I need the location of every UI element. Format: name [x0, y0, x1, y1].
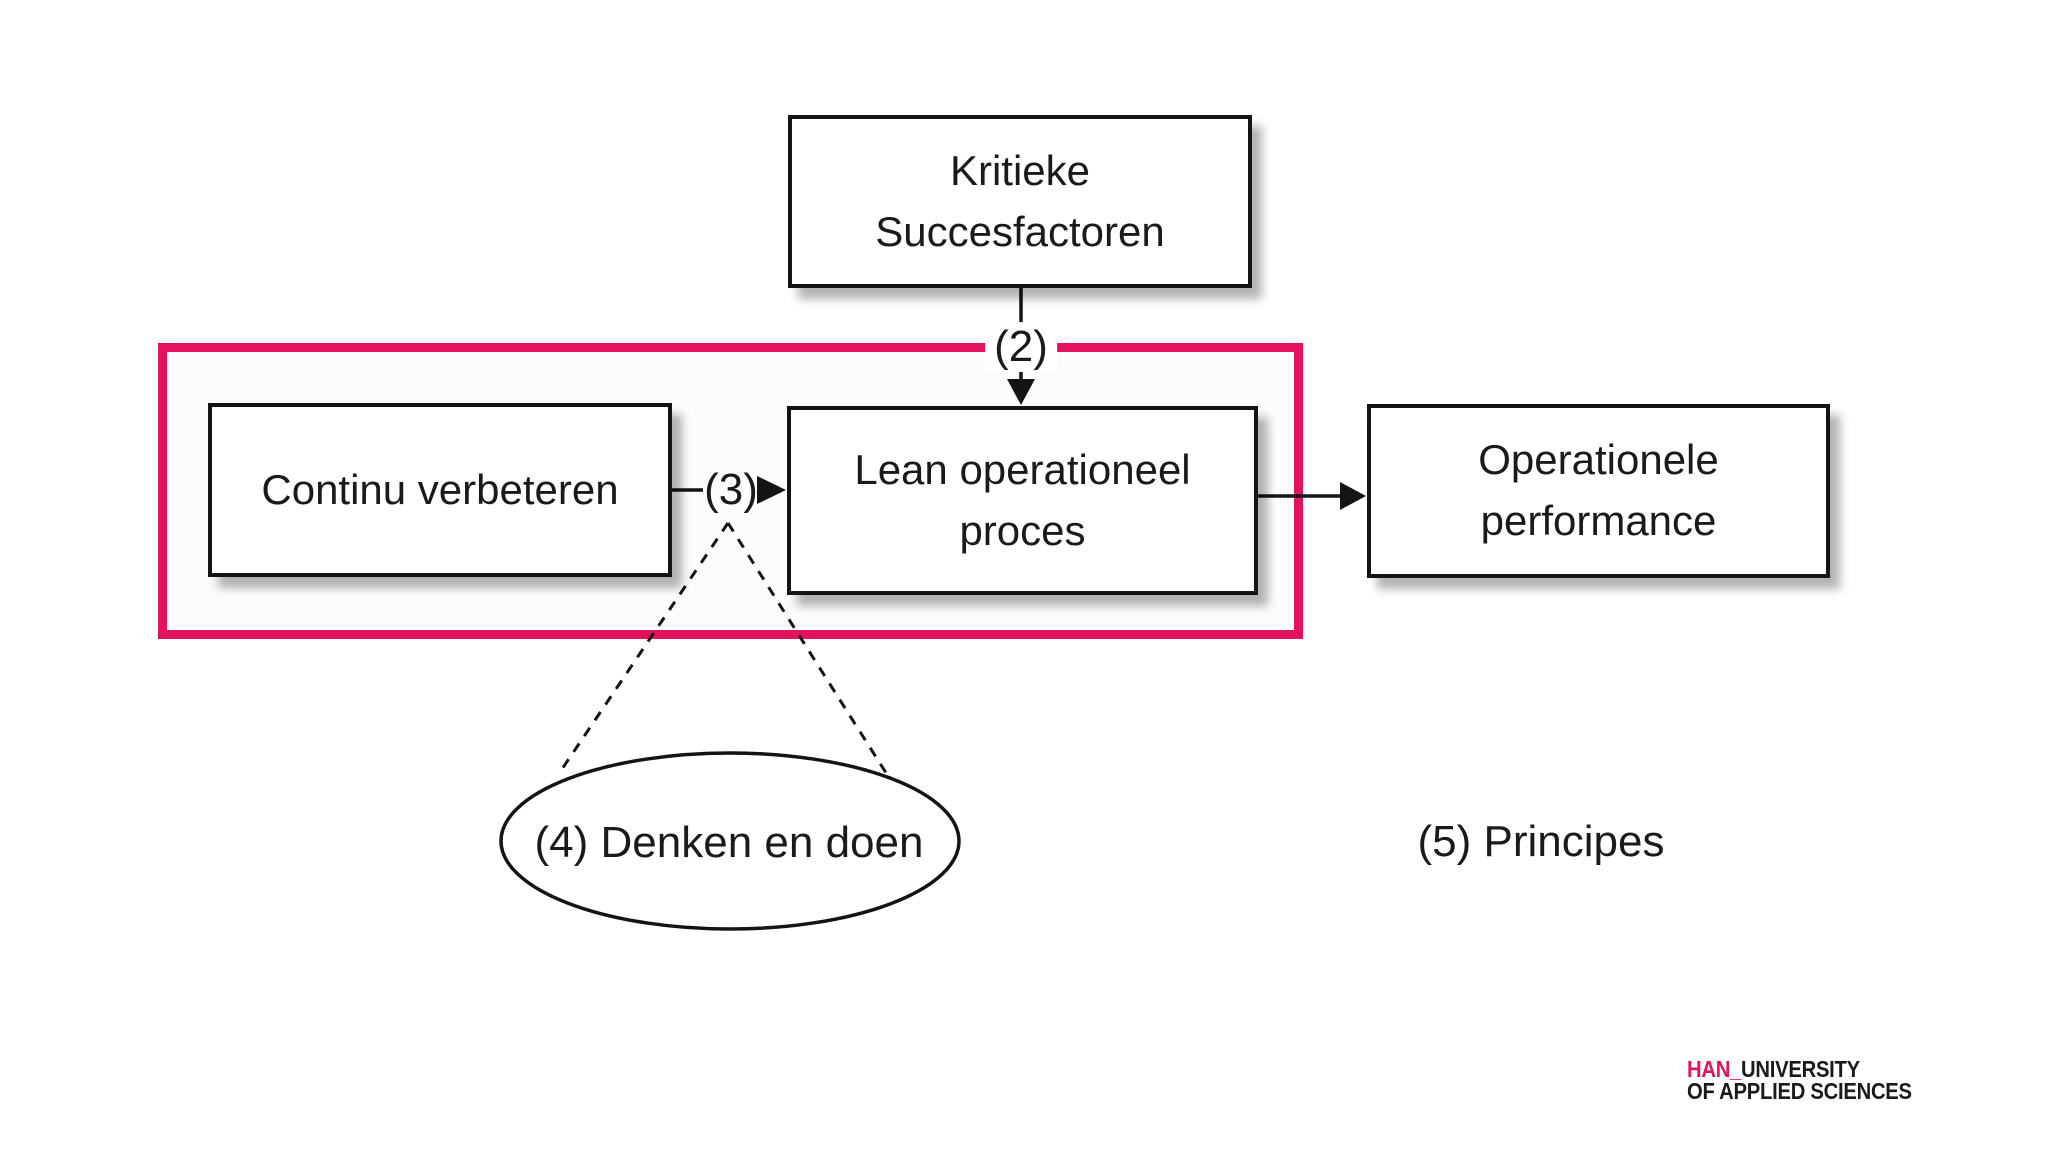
- node-lean-operational-process: Lean operationeel proces: [787, 406, 1258, 595]
- logo-line-2: OF APPLIED SCIENCES: [1687, 1078, 1912, 1104]
- annotation-principles: (5) Principes: [1417, 817, 1665, 866]
- node-operational-performance: Operationele performance: [1367, 404, 1830, 578]
- node-continuous-improvement: Continu verbeteren: [208, 403, 672, 577]
- connector-label-2: (2): [985, 322, 1057, 372]
- arrowhead-right-icon: [1340, 482, 1366, 510]
- logo-university-text: UNIVERSITY: [1741, 1056, 1860, 1082]
- han-university-logo: HAN_UNIVERSITY OF APPLIED SCIENCES: [1687, 1056, 1912, 1104]
- logo-brand-text: HAN_: [1687, 1056, 1742, 1082]
- logo-line-1: HAN_UNIVERSITY: [1687, 1056, 1912, 1082]
- connector-label-3: (3): [704, 465, 758, 514]
- annotation-think-and-do: (4) Denken en doen: [534, 818, 924, 867]
- node-critical-success-factors: Kritieke Succesfactoren: [788, 115, 1252, 288]
